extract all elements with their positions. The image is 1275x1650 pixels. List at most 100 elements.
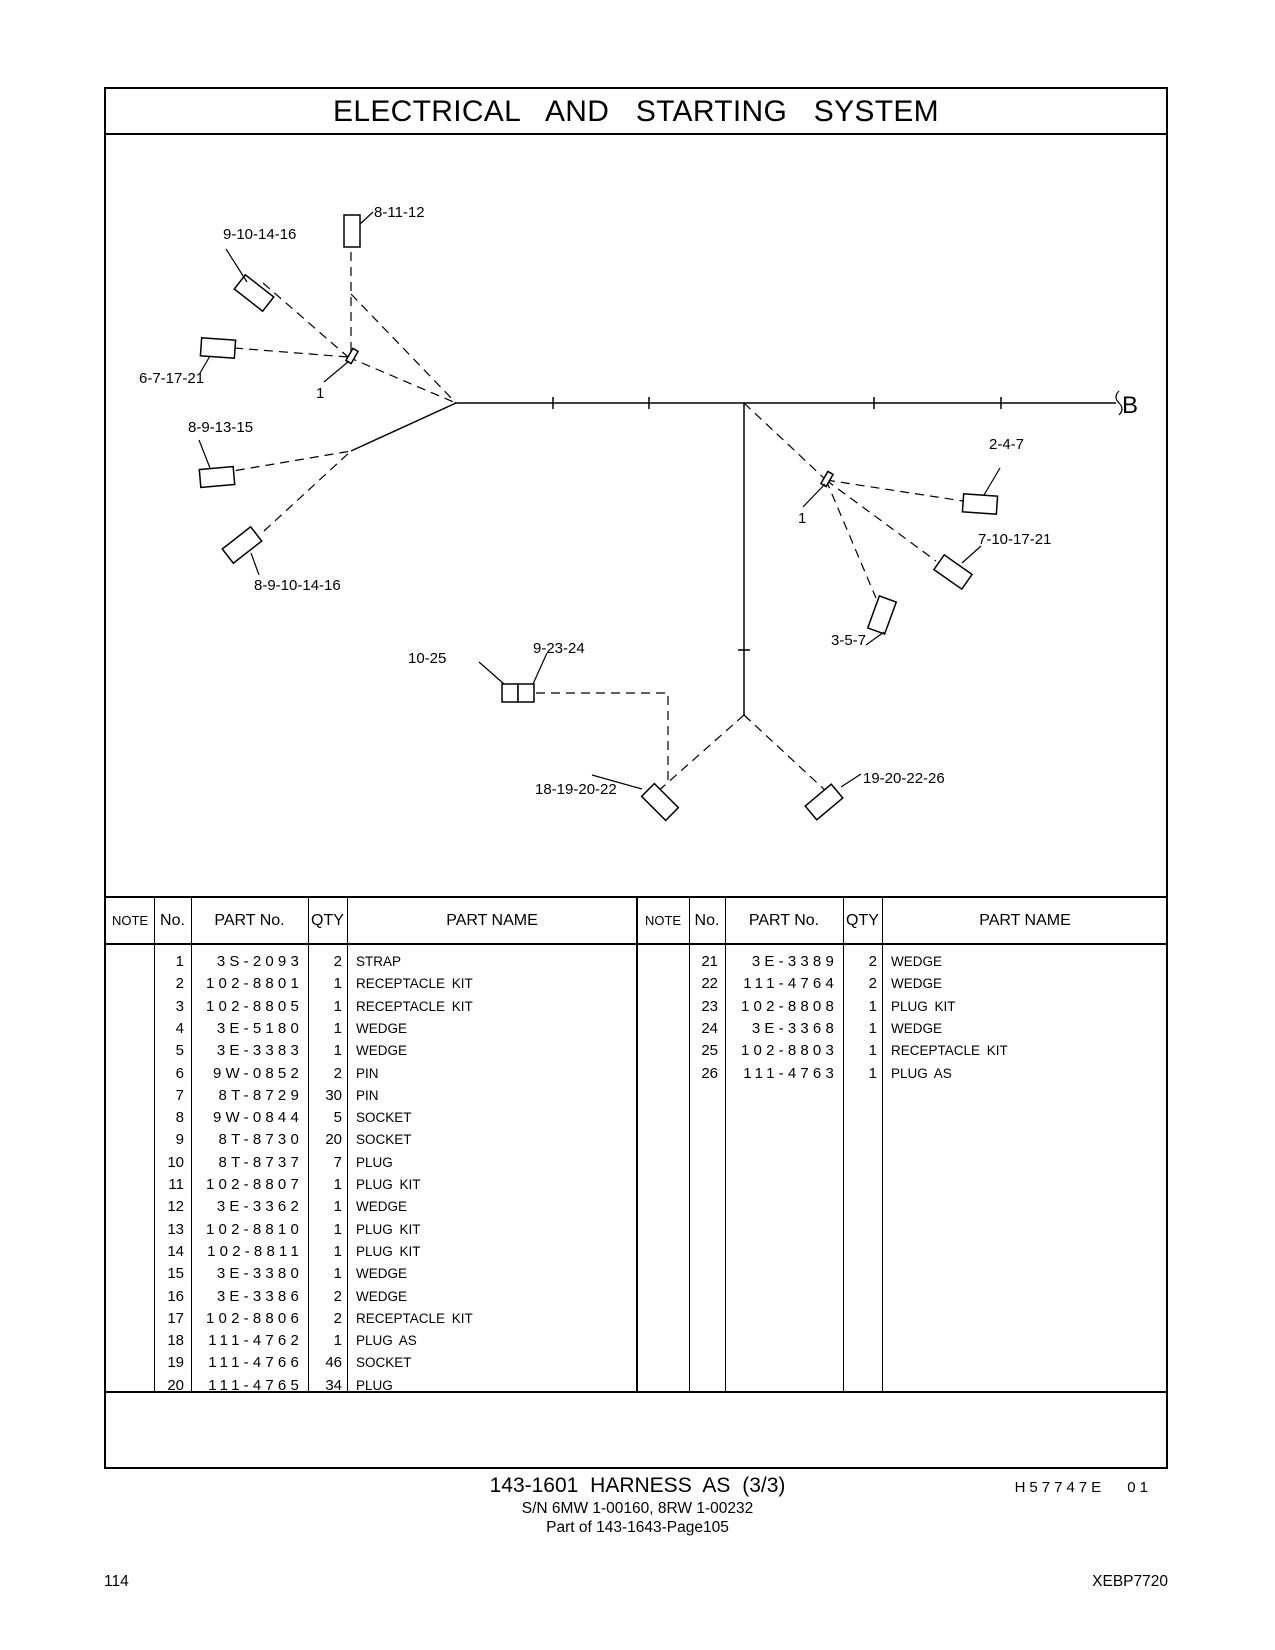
harness-diagram: 8-11-12 9-10-14-16 6-7-17-21 1 8-9-13-15…	[139, 204, 1138, 822]
label-B: B	[1122, 392, 1138, 419]
part-number-index: 7	[175, 1086, 184, 1104]
part-name: PLUG KIT	[356, 1243, 421, 1259]
part-quantity: 2	[333, 1064, 342, 1082]
parts-table: NOTE No. PART No. QTY PART NAME NOTE No.…	[106, 896, 1166, 1394]
label-1-right: 1	[798, 510, 806, 527]
part-number-index: 25	[701, 1042, 718, 1060]
part-number-index: 13	[167, 1220, 184, 1238]
part-name: SOCKET	[356, 1132, 412, 1148]
part-quantity: 34	[325, 1376, 342, 1394]
part-number-index: 10	[167, 1153, 184, 1171]
header-note-right: NOTE	[644, 913, 682, 928]
part-code: 102-8807	[206, 1176, 303, 1193]
part-name: WEDGE	[356, 1020, 408, 1036]
connector-6-7-17-21	[199, 337, 237, 359]
page-frame: ELECTRICAL AND STARTING SYSTEM	[104, 87, 1168, 1496]
part-code: 102-8801	[206, 975, 303, 993]
part-quantity: 1	[333, 1220, 342, 1238]
part-name: PLUG	[356, 1154, 393, 1170]
part-name: PLUG	[356, 1377, 393, 1393]
part-name: SOCKET	[356, 1110, 412, 1126]
page-number: 114	[104, 1573, 129, 1590]
header-part-no-right: PART No.	[748, 912, 820, 929]
part-name: WEDGE	[891, 954, 943, 969]
part-code: 3E-3380	[216, 1265, 303, 1283]
part-number-index: 1	[175, 953, 184, 970]
part-code: 111-4765	[208, 1376, 303, 1394]
part-name: WEDGE	[356, 1043, 408, 1059]
connector-19-20-22-26	[804, 783, 844, 821]
part-code: 102-8806	[206, 1309, 303, 1327]
header-part-no-left: PART No.	[214, 912, 285, 929]
page-title: ELECTRICAL AND STARTING SYSTEM	[106, 89, 1166, 135]
part-quantity: 1	[868, 1042, 877, 1060]
trunk-end-break	[1115, 390, 1123, 416]
label-9-10-14-16: 9-10-14-16	[223, 226, 296, 243]
part-number-index: 24	[701, 1019, 718, 1037]
part-number-index: 20	[167, 1376, 184, 1394]
part-name: SOCKET	[356, 1355, 412, 1371]
label-7-10-17-21: 7-10-17-21	[978, 531, 1051, 548]
part-code: 9W-0844	[213, 1109, 303, 1127]
connector-2-4-7	[961, 493, 999, 515]
part-quantity: 1	[333, 1332, 342, 1350]
part-quantity: 20	[325, 1131, 342, 1149]
connector-18-19-20-22	[640, 782, 680, 822]
part-code: 102-8811	[207, 1242, 303, 1260]
part-code: 3E-3368	[751, 1019, 838, 1037]
part-name: WEDGE	[356, 1288, 408, 1304]
part-number-index: 12	[167, 1198, 184, 1216]
part-code: 8T-8730	[218, 1131, 303, 1149]
part-quantity: 1	[333, 1242, 342, 1260]
caption-title: 143-1601 HARNESS AS (3/3)	[489, 1474, 786, 1497]
part-quantity: 7	[333, 1153, 342, 1171]
header-qty-right: QTY	[846, 912, 879, 929]
part-number-index: 17	[167, 1309, 184, 1327]
header-no-right: No.	[694, 912, 720, 929]
part-number-index: 21	[701, 953, 718, 970]
label-6-7-17-21: 6-7-17-21	[139, 370, 204, 387]
document-code: XEBP7720	[1092, 1573, 1168, 1590]
part-name: WEDGE	[356, 1199, 408, 1215]
part-number-index: 4	[175, 1019, 184, 1037]
part-code: 8T-8737	[218, 1153, 303, 1171]
label-3-5-7: 3-5-7	[831, 632, 866, 649]
branch-left-solid	[350, 402, 457, 452]
part-quantity: 1	[868, 1019, 877, 1037]
part-number-index: 16	[167, 1287, 184, 1305]
part-number-index: 22	[701, 975, 718, 993]
part-name: WEDGE	[891, 976, 943, 992]
label-1-left: 1	[316, 385, 324, 402]
part-quantity: 1	[333, 1019, 342, 1037]
part-code: 3E-5180	[216, 1019, 303, 1037]
label-8-9-10-14-16: 8-9-10-14-16	[254, 577, 341, 594]
part-name: WEDGE	[356, 1266, 408, 1282]
part-quantity: 1	[333, 997, 342, 1015]
part-quantity: 46	[325, 1354, 342, 1372]
part-number-index: 18	[167, 1332, 184, 1350]
label-19-20-22-26: 19-20-22-26	[863, 770, 945, 787]
part-quantity: 2	[868, 953, 877, 970]
part-quantity: 1	[868, 997, 877, 1015]
part-number-index: 23	[701, 997, 718, 1015]
part-quantity: 1	[333, 1042, 342, 1060]
part-code: 111-4763	[743, 1064, 838, 1082]
part-code: 102-8805	[206, 997, 303, 1015]
part-name: PLUG KIT	[891, 998, 956, 1014]
part-code: 8T-8729	[218, 1086, 303, 1104]
part-number-index: 14	[167, 1242, 184, 1260]
part-number-index: 11	[168, 1176, 184, 1193]
label-8-11-12: 8-11-12	[374, 204, 425, 221]
part-number-index: 26	[701, 1064, 718, 1082]
caption-serial: S/N 6MW 1-00160, 8RW 1-00232	[521, 1500, 754, 1517]
part-number-index: 9	[175, 1131, 184, 1149]
connector-10-25-left	[501, 683, 519, 703]
header-note-left: NOTE	[111, 913, 149, 928]
part-code: 3E-3386	[216, 1287, 303, 1305]
part-name: PIN	[356, 1065, 379, 1081]
part-quantity: 1	[868, 1064, 877, 1082]
part-number-index: 15	[167, 1265, 184, 1283]
part-quantity: 5	[333, 1109, 342, 1127]
part-name: RECEPTACLE KIT	[891, 1043, 1008, 1059]
header-part-name-left: PART NAME	[446, 912, 538, 929]
